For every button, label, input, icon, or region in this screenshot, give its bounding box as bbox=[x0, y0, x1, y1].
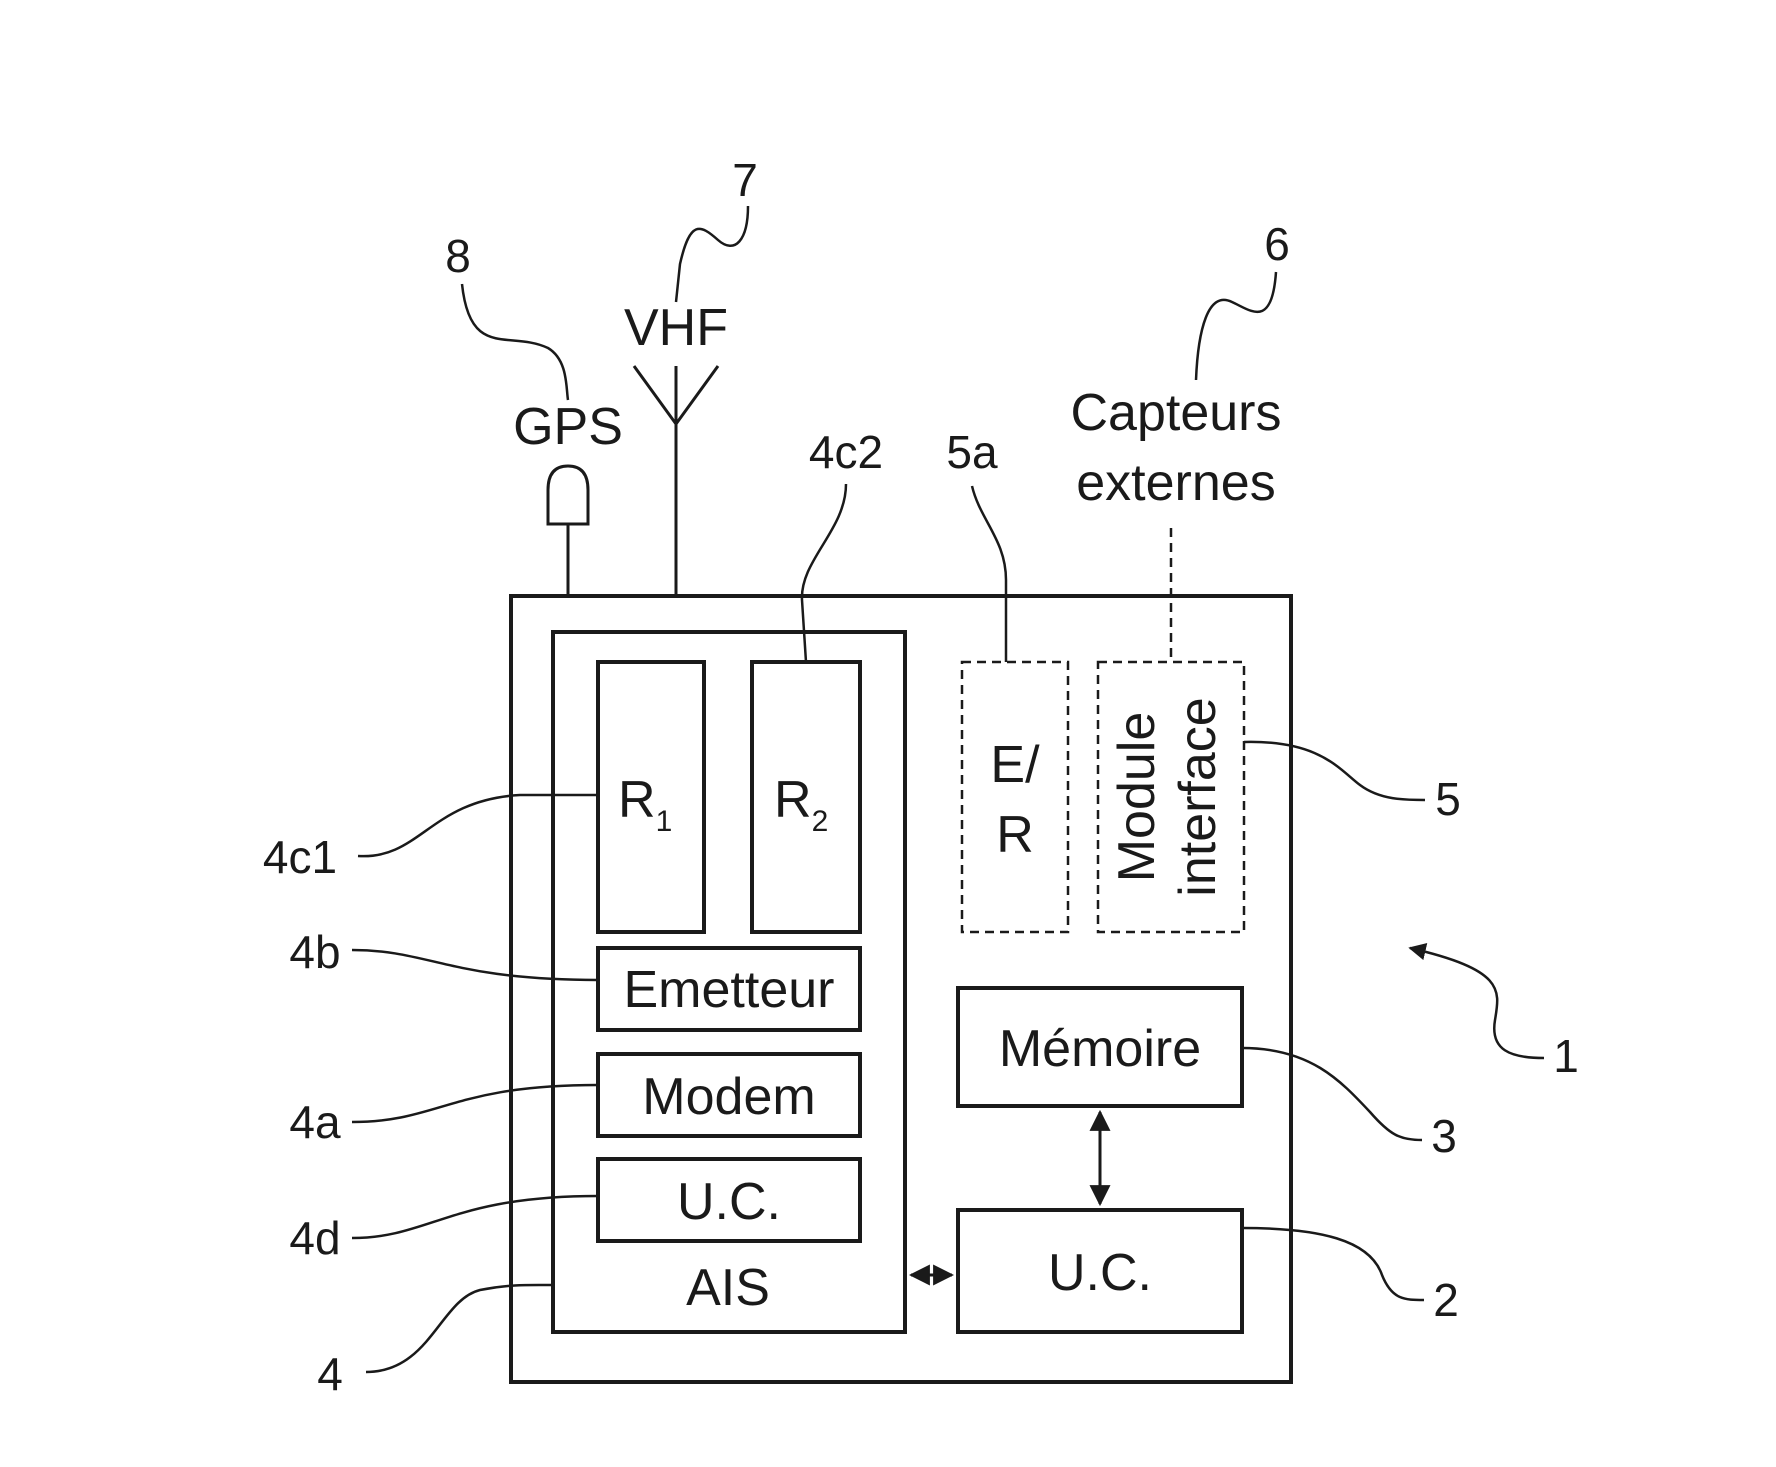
leader-7 bbox=[676, 206, 748, 302]
ref-4d: 4d bbox=[289, 1212, 340, 1264]
modem-label: Modem bbox=[642, 1068, 815, 1126]
leader-3 bbox=[1242, 1048, 1422, 1140]
vhf-antenna-icon bbox=[634, 366, 718, 596]
ref-4c2: 4c2 bbox=[809, 426, 883, 478]
leader-1 bbox=[1410, 948, 1544, 1058]
ref-8: 8 bbox=[445, 230, 471, 282]
leader-5a bbox=[972, 486, 1006, 662]
leader-4a bbox=[352, 1085, 598, 1122]
external-sensors-label-line2: externes bbox=[1076, 454, 1275, 512]
leader-4 bbox=[366, 1285, 553, 1372]
er-label-line2: R bbox=[996, 806, 1034, 864]
ref-5: 5 bbox=[1435, 773, 1461, 825]
ref-4: 4 bbox=[317, 1348, 343, 1400]
er-box bbox=[962, 662, 1068, 932]
interface-module-label-line2: interface bbox=[1169, 697, 1227, 896]
leader-4b bbox=[352, 950, 598, 980]
ais-label: AIS bbox=[686, 1259, 770, 1317]
vhf-label: VHF bbox=[624, 299, 728, 357]
leader-8 bbox=[462, 284, 568, 400]
gps-label: GPS bbox=[513, 398, 623, 456]
leader-4c1 bbox=[358, 795, 598, 856]
emitter-label: Emetteur bbox=[624, 961, 835, 1019]
ais-cpu-label: U.C. bbox=[677, 1173, 781, 1231]
ref-4b: 4b bbox=[289, 926, 340, 978]
external-sensors-label-line1: Capteurs bbox=[1071, 384, 1282, 442]
receiver-r1-label: R1 bbox=[618, 771, 672, 838]
leader-4c2 bbox=[802, 484, 846, 662]
gps-antenna-icon bbox=[548, 466, 588, 524]
leader-2 bbox=[1242, 1228, 1424, 1300]
ref-6: 6 bbox=[1264, 218, 1290, 270]
main-cpu-label: U.C. bbox=[1048, 1244, 1152, 1302]
ref-1: 1 bbox=[1553, 1030, 1579, 1082]
ref-7: 7 bbox=[732, 154, 758, 206]
ref-4c1: 4c1 bbox=[263, 831, 337, 883]
interface-module-label-line1: Module bbox=[1108, 712, 1166, 883]
memory-label: Mémoire bbox=[999, 1020, 1201, 1078]
ref-3: 3 bbox=[1431, 1110, 1457, 1162]
er-label-line1: E/ bbox=[990, 736, 1040, 794]
leader-6 bbox=[1196, 272, 1276, 380]
leader-5 bbox=[1244, 742, 1425, 800]
ref-2: 2 bbox=[1433, 1274, 1459, 1326]
ref-4a: 4a bbox=[289, 1096, 341, 1148]
receiver-r2-label: R2 bbox=[774, 771, 828, 838]
ref-5a: 5a bbox=[946, 426, 998, 478]
leader-4d bbox=[352, 1196, 598, 1238]
